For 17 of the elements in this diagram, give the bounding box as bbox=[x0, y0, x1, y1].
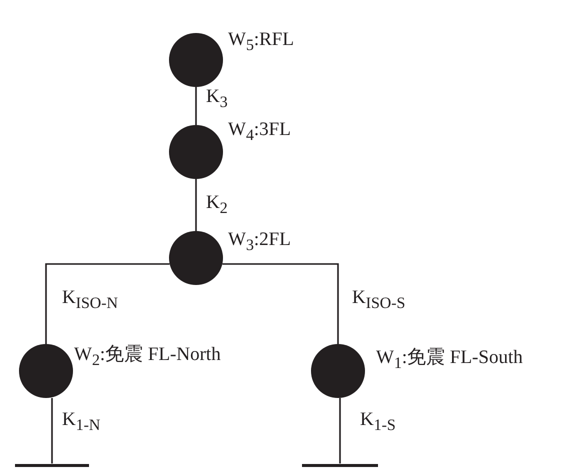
node-label: W$_{5}$:RFL bbox=[228, 30, 294, 54]
mass-circle bbox=[311, 344, 365, 398]
connector-line bbox=[339, 398, 341, 464]
connector-line bbox=[222, 263, 339, 344]
connector-line bbox=[195, 87, 197, 125]
mass-circle bbox=[169, 231, 223, 285]
node-label: W$_{3}$:2FL bbox=[228, 230, 291, 254]
node-label: W$_{2}$:免震 FL-North bbox=[74, 345, 221, 369]
node-label: W$_{1}$:免震 FL-South bbox=[376, 348, 523, 372]
mass-circle bbox=[19, 344, 73, 398]
ground-bar bbox=[302, 464, 378, 466]
ground-bar bbox=[15, 464, 89, 466]
connector-line bbox=[195, 179, 197, 231]
mass-circle bbox=[169, 33, 223, 87]
connector-line bbox=[45, 263, 170, 344]
connector-line bbox=[51, 398, 53, 464]
node-label: W$_{4}$:3FL bbox=[228, 120, 291, 144]
